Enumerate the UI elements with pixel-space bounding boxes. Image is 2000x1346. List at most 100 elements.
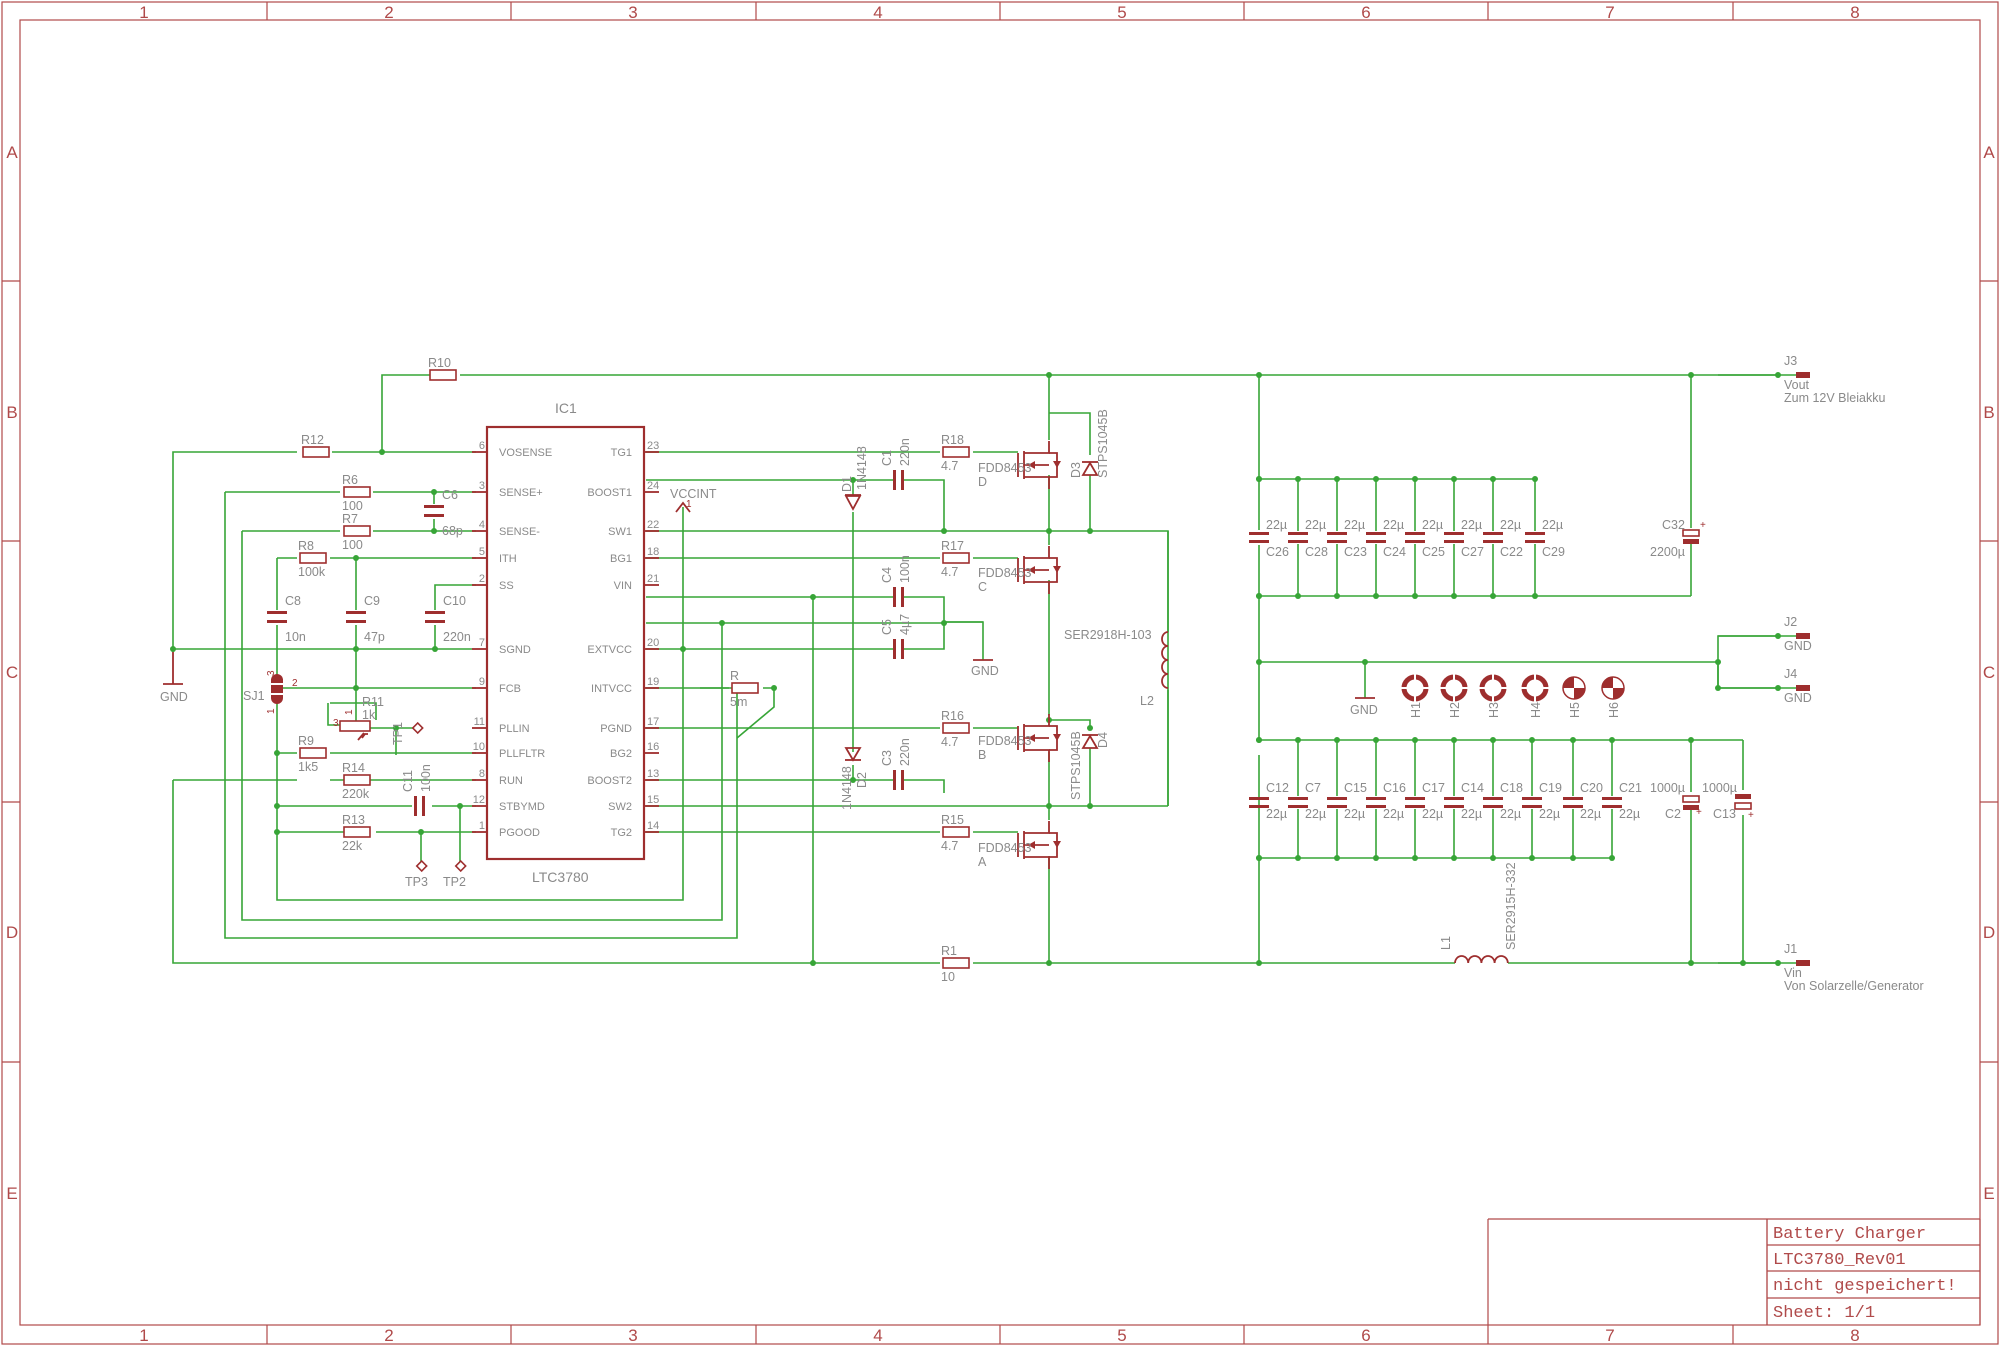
cap-plate [1288,797,1308,800]
resistor-body [299,552,327,564]
mounting-hole-h6: H6 [1601,676,1625,718]
cap-value: 22µ [1619,807,1640,821]
junction [1256,737,1262,743]
connector-ref: J1 [1784,942,1797,956]
resistor-body [731,682,759,694]
cap-plate [1366,805,1386,808]
r11-value: 1k [362,708,376,722]
ic-pin-name-stbymd: STBYMD [499,801,545,813]
cap-plate [1444,805,1464,808]
resistor-ref: R9 [298,734,314,748]
frame-row-C-left: C [6,663,18,682]
mosfet-arrow [1028,461,1035,469]
cap-ref: C6 [442,488,458,502]
cap-value: 220n [443,630,471,644]
ic-pin-num-21: 21 [647,573,659,585]
ic-pin-num-5: 5 [479,546,485,558]
cap-plate [1602,797,1622,800]
cap-value: 4µ7 [898,614,912,635]
d2-value: 1N4148 [840,766,854,810]
misc-symbols: GND GND GND VCCINT 1 SJ1 3 2 1 [160,487,1378,889]
junction [1451,855,1457,861]
connector-ref: J3 [1784,354,1797,368]
cap-plate [346,611,366,614]
ic-pin-name-sw2: SW2 [608,801,632,813]
ic-pin-name-tg2: TG2 [611,827,632,839]
resistor-ref: R17 [941,539,964,553]
cap-value: 100n [898,555,912,583]
gnd-mid-label: GND [971,664,999,678]
ic-pin-name-intvcc: INTVCC [591,683,632,695]
frame-col-1-bottom: 1 [139,1326,148,1345]
l1-ref: L1 [1439,936,1453,950]
cap-value: 10n [285,630,306,644]
frame-col-3-top: 3 [628,3,637,22]
r11-ref: R11 [362,695,384,709]
ic-pin-num-22: 22 [647,519,659,531]
resistor-value: 4.7 [941,735,958,749]
sj1-pin2: 2 [292,678,298,689]
ic-pins: 6VOSENSE3SENSE+4SENSE-5ITH2SS7SGND9FCB11… [472,440,659,839]
inductors: SER2918H-103 L2 L1 SER2915H-332 [1064,628,1518,964]
cap-value: 22µ [1542,518,1563,532]
cap-plate [1327,797,1347,800]
cap-plate [425,611,445,614]
cap-c13: C13 1000µ + [1702,781,1754,821]
cap-plate [1405,797,1425,800]
frame-col-1-top: 1 [139,3,148,22]
ic-ref: IC1 [555,400,577,416]
resistor-ref: R7 [342,512,358,526]
ic-pin-name-vosense: VOSENSE [499,447,552,459]
ic-pin-name-pgnd: PGND [600,723,632,735]
junction [1412,855,1418,861]
resistor-ref: R14 [342,761,365,775]
junction [1334,737,1340,743]
hole-label: H4 [1529,702,1543,718]
ic-pin-num-8: 8 [479,768,485,780]
frame-row-B-left: B [6,403,17,422]
vccint-symbol: VCCINT 1 [670,487,717,513]
cap-plate [1405,532,1425,535]
gnd-right-label: GND [1350,703,1378,717]
ic-pin-name-bg2: BG2 [610,748,632,760]
resistor-ref: R12 [301,433,324,447]
ic-pin-name-vin: VIN [614,580,632,592]
ic-pin-name-fcb: FCB [499,683,521,695]
cap-plate [1444,540,1464,543]
ic-pin-name-sw1: SW1 [608,526,632,538]
mosfet-drain [1024,441,1050,454]
d1-value: 1N4148 [855,446,869,490]
cap-c32: C32 2200µ + [1650,518,1706,559]
junction [1490,593,1496,599]
diode-d2: D2 1N4148 [840,747,869,810]
solder-jumper-sj1: SJ1 3 2 1 [243,670,298,714]
frame-row-D-left: D [6,923,18,942]
mosfet-letter: D [978,475,987,489]
frame-col-2-bottom: 2 [384,1326,393,1345]
frame-row-D-right: D [1983,923,1995,942]
cap-plate [901,770,904,790]
c32-plus: + [1700,520,1706,531]
cap-value: 22µ [1422,518,1443,532]
ic-pin-name-sense-: SENSE- [499,526,540,538]
junction [1529,737,1535,743]
testpoint-tp1: TP1 [391,721,424,745]
cap-plate [893,587,896,607]
frame-col-7-top: 7 [1605,3,1614,22]
resistor-body [942,826,970,838]
cap-plate [267,611,287,614]
mosfet-diode-wire [1049,832,1058,858]
